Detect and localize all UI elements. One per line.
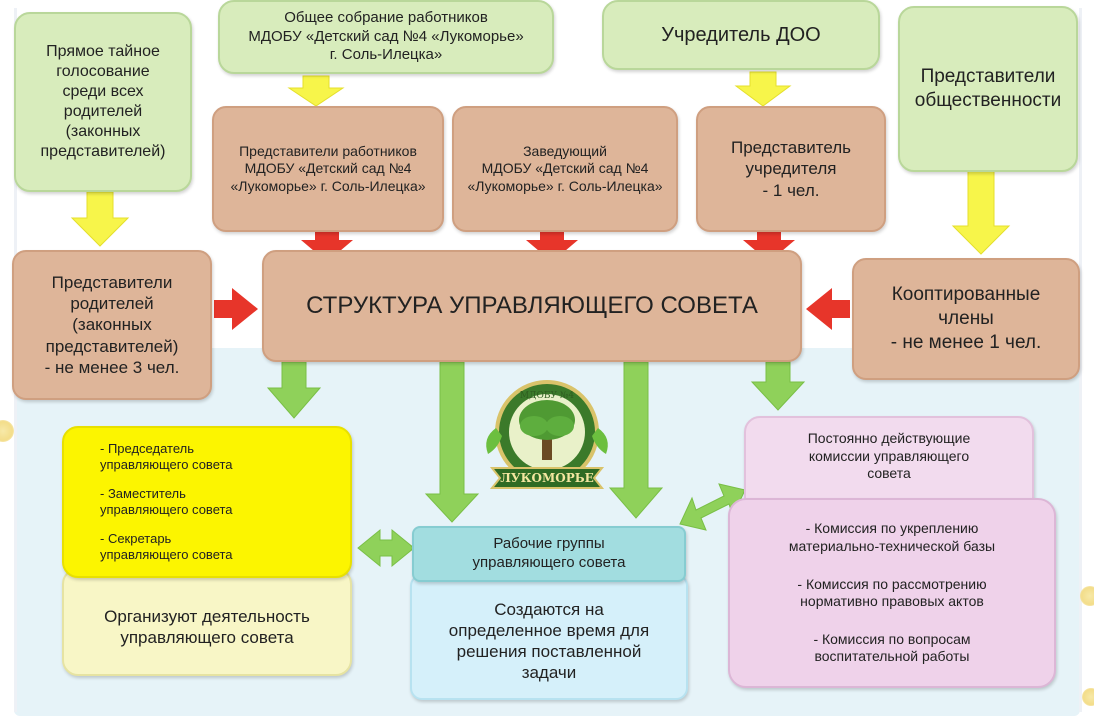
commission-education: - Комиссия по вопросам воспитательной ра… [813,630,971,665]
green-arrow-work-left [424,361,480,523]
decor-dot-right [1080,586,1094,606]
green-arrow-work-right [608,361,664,519]
commissions-title-line-3: совета [867,465,911,481]
voting-line-2: голосование [56,63,150,80]
yellow-arrow-voting [70,191,130,247]
red-arrow-founder-rep [743,232,795,262]
leader-secretary: - Секретарь управляющего совета [100,530,233,563]
commissions-title-line-1: Постоянно действующие [807,430,971,446]
decor-dot-left [0,420,14,442]
red-arrow-workers [301,232,353,262]
voting-box: Прямое тайное голосование среди всех род… [14,12,192,192]
council-title-box: СТРУКТУРА УПРАВЛЯЮЩЕГО СОВЕТА [262,250,802,362]
parents-reps-line-2: родителей [70,294,154,314]
voting-line-1: Прямое тайное [46,43,160,60]
voting-line-3: среди всех [62,83,144,100]
logo-ribbon-text: ЛУКОМОРЬЕ [500,471,594,485]
workers-reps-box: Представители работников МДОБУ «Детский … [212,106,444,232]
head-box: Заведующий МДОБУ «Детский сад №4 «Лукомо… [452,106,678,232]
workers-reps-line-1: Представители работников [239,142,417,159]
created-line-3: решения поставленной [456,642,642,661]
parents-reps-line-3: (законных [72,315,152,335]
coopted-box: Кооптированные члены - не менее 1 чел. [852,258,1080,380]
parents-reps-line-5: - не менее 3 чел. [44,357,180,377]
created-line-1: Создаются на [494,599,604,619]
workers-reps-line-2: МДОБУ «Детский сад №4 [244,160,412,177]
red-arrow-coopted [806,288,850,330]
logo-arc-text: МДОБУ №4 [520,391,574,401]
decor-dot-bottom-right [1082,688,1094,706]
created-line-2: определенное время для [448,620,650,640]
meeting-box: Общее собрание работников МДОБУ «Детский… [218,0,554,74]
created-box: Создаются на определенное время для реше… [410,574,688,700]
green-arrow-commissions [750,361,806,411]
leaders-box: - Председатель управляющего совета - Зам… [62,426,352,578]
founder-title: Учредитель ДОО [661,23,821,46]
work-groups-box: Рабочие группы управляющего совета [412,526,686,582]
commission-material-base: - Комиссия по укреплению материально-тех… [788,520,996,554]
commission-legal-acts: - Комиссия по рассмотрению нормативно пр… [797,575,987,610]
red-arrow-head [526,232,578,262]
parents-reps-box: Представители родителей (законных предст… [12,250,212,400]
green-arrow-double-left [357,528,415,568]
public-line-2: общественности [914,90,1062,111]
founder-rep-box: Представитель учредителя - 1 чел. [696,106,886,232]
work-groups-line-1: Рабочие группы [493,535,605,553]
green-arrow-leaders [266,361,322,419]
council-title: СТРУКТУРА УПРАВЛЯЮЩЕГО СОВЕТА [306,292,758,319]
founder-rep-line-3: - 1 чел. [762,180,820,200]
created-line-4: задачи [521,663,577,683]
red-arrow-parents [214,288,258,330]
founder-box: Учредитель ДОО [602,0,880,70]
public-line-1: Представители [920,66,1056,88]
work-groups-line-2: управляющего совета [472,554,626,571]
parents-reps-line-4: представителей) [45,336,179,356]
lukomorye-logo: МДОБУ №4 ЛУКОМОРЬЕ [486,380,608,489]
leader-deputy: - Заместитель управляющего совета [100,485,233,517]
leader-chairman: - Председатель управляющего совета [100,440,233,472]
yellow-arrow-public [951,169,1011,255]
voting-line-4: родителей [63,103,143,120]
founder-rep-line-1: Представитель [730,138,851,158]
workers-reps-line-3: «Лукоморье» г. Соль-Илецка» [230,177,426,194]
commissions-title-line-2: комиссии управляющего [808,447,970,464]
organize-line-2: управляющего совета [120,628,294,647]
meeting-line-1: Общее собрание работников [284,8,488,26]
coopted-line-3: - не менее 1 чел. [890,331,1042,353]
yellow-arrow-meeting [287,75,345,107]
oak-tree-icon [519,400,575,460]
organize-line-1: Организуют деятельность [104,606,310,626]
yellow-arrow-founder [734,71,792,107]
voting-line-5: (законных [65,123,141,140]
meeting-line-2: МДОБУ «Детский сад №4 «Лукоморье» [248,27,524,45]
organize-box: Организуют деятельность управляющего сов… [62,568,352,676]
head-line-2: МДОБУ «Детский сад №4 [481,160,649,177]
founder-rep-line-2: учредителя [745,159,837,179]
head-line-1: Заведующий [523,142,607,159]
commissions-list-box: - Комиссия по укреплению материально-тех… [728,498,1056,688]
head-line-3: «Лукоморье» г. Соль-Илецка» [467,177,663,194]
public-box: Представители общественности [898,6,1078,172]
voting-line-6: представителей) [40,143,166,160]
parents-reps-line-1: Представители [51,272,173,292]
coopted-line-1: Кооптированные [891,284,1041,306]
coopted-line-2: члены [938,308,994,330]
meeting-line-3: г. Соль-Илецка» [329,46,443,64]
